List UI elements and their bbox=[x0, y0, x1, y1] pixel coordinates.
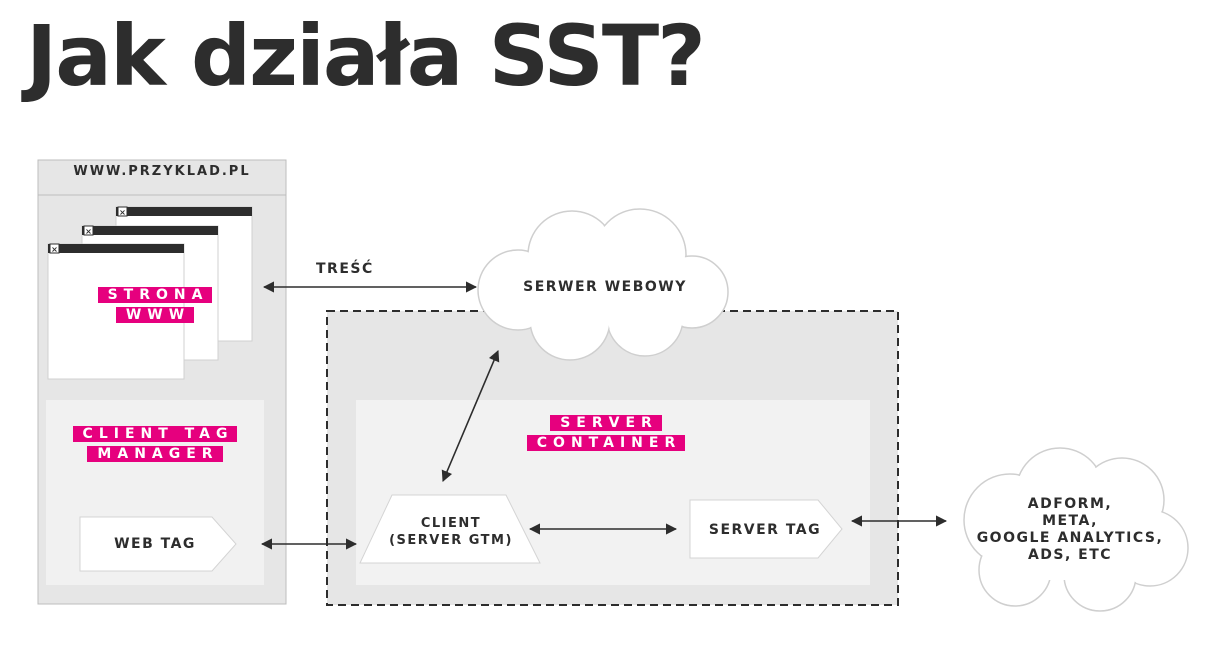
web-tag-label: WEB TAG bbox=[114, 536, 196, 552]
content-label: TREŚĆ bbox=[316, 261, 374, 277]
server-tag-shape bbox=[689, 499, 843, 559]
vendors-label: ADFORM, META, GOOGLE ANALYTICS, ADS, ETC bbox=[960, 496, 1180, 564]
client-line-2: (SERVER GTM) bbox=[389, 533, 513, 548]
server-tag-label: SERVER TAG bbox=[708, 522, 822, 538]
client-tag-manager-label: CLIENT TAG MANAGER bbox=[46, 424, 264, 464]
web-server-label: SERWER WEBOWY bbox=[523, 279, 687, 295]
container-line: CONTAINER bbox=[526, 435, 686, 451]
svg-text:×: × bbox=[51, 245, 58, 254]
www-line: WWW bbox=[115, 307, 195, 323]
page-title: Jak działa SST? bbox=[26, 7, 706, 105]
strona-line: STRONA bbox=[97, 287, 213, 303]
svg-text:×: × bbox=[119, 208, 126, 217]
strona-www-label: STRONA WWW bbox=[80, 285, 230, 325]
server-container-label: SERVER CONTAINER bbox=[496, 413, 716, 453]
client-shape bbox=[359, 494, 541, 564]
site-url: WWW.PRZYKLAD.PL bbox=[73, 164, 251, 179]
web-tag-shape bbox=[79, 516, 237, 572]
server-line: SERVER bbox=[550, 415, 662, 431]
client-line-1: CLIENT bbox=[420, 516, 482, 531]
svg-text:×: × bbox=[85, 227, 92, 236]
arrow-client-server bbox=[441, 349, 500, 483]
vendor-meta: META, bbox=[1042, 513, 1098, 529]
vendor-ads: ADS, ETC bbox=[1027, 547, 1113, 563]
client-tag-line: CLIENT TAG bbox=[72, 426, 238, 442]
client-label: CLIENT (SERVER GTM) bbox=[368, 515, 534, 549]
manager-line: MANAGER bbox=[87, 446, 223, 462]
vendor-ga: GOOGLE ANALYTICS, bbox=[976, 530, 1164, 546]
vendor-adform: ADFORM, bbox=[1027, 496, 1113, 512]
